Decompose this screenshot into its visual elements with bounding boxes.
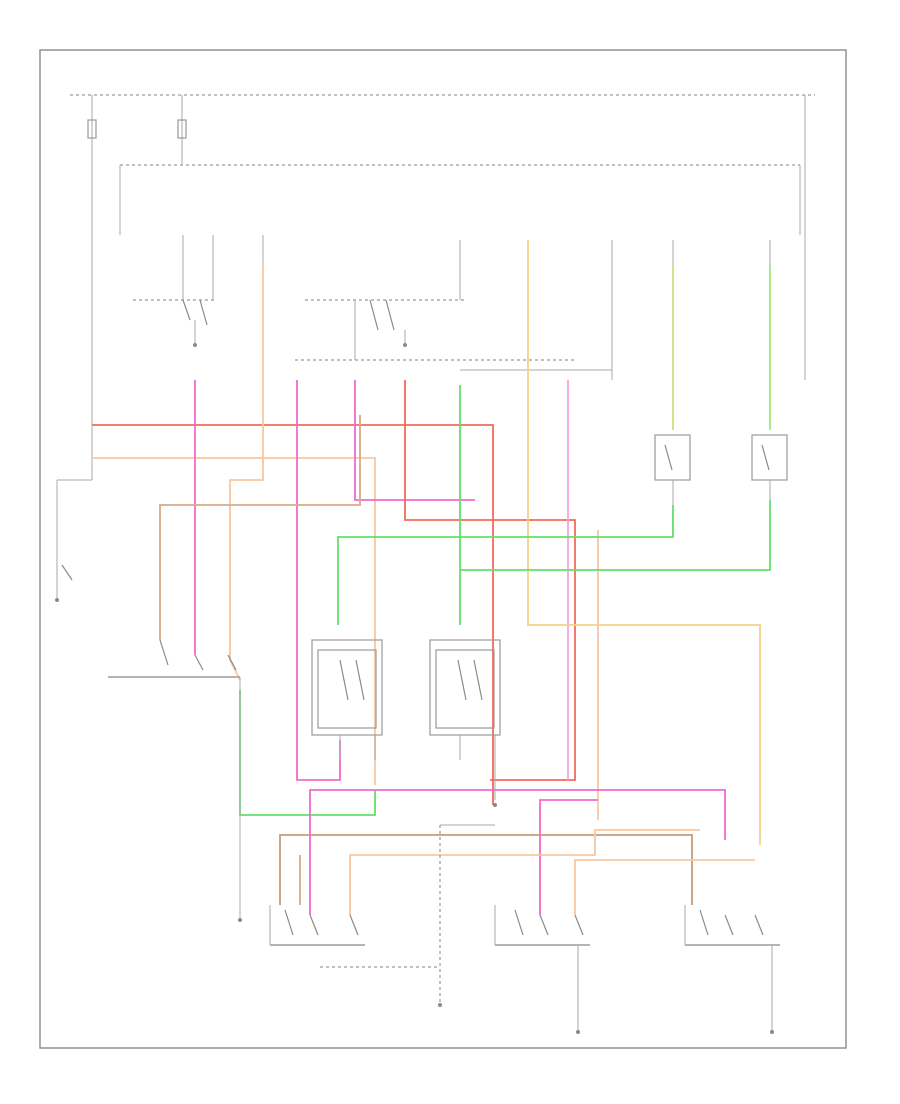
wire-orange-1: [92, 457, 376, 785]
left-small-switch: [55, 560, 73, 602]
switch-row-left: [133, 299, 215, 347]
wire-brown: [279, 834, 693, 905]
right-rear-window-switch: [684, 905, 780, 1034]
left-rear-window-switch: [494, 905, 590, 1034]
wire-green-3: [459, 500, 771, 625]
wire-green-1: [337, 505, 674, 625]
driver-master-switch: [108, 639, 242, 922]
left-window-module: [311, 639, 383, 760]
power-bus: [70, 94, 815, 380]
passenger-window-switch: [269, 905, 440, 968]
switch-row-middle: [305, 299, 465, 360]
wire-pink-5: [309, 789, 726, 915]
wire-red: [92, 424, 494, 805]
wire-orange-5: [574, 859, 755, 915]
wire-green-5: [239, 690, 376, 816]
left-front-door-switch: [654, 434, 691, 505]
wire-tan: [159, 415, 361, 640]
diagram-frame: [39, 49, 847, 1049]
wire-pink-3: [354, 380, 475, 501]
wire-red-2: [404, 380, 576, 781]
wire-orange-4: [349, 829, 700, 915]
wire-orange-2: [229, 260, 264, 681]
top-components: [182, 235, 771, 380]
right-front-door-switch: [751, 434, 788, 500]
wire-yellow: [527, 240, 761, 845]
right-window-module: [429, 639, 501, 800]
wire-pink-6: [539, 799, 598, 915]
ground-bus: [56, 165, 612, 560]
center-ground-line: [438, 803, 497, 1007]
